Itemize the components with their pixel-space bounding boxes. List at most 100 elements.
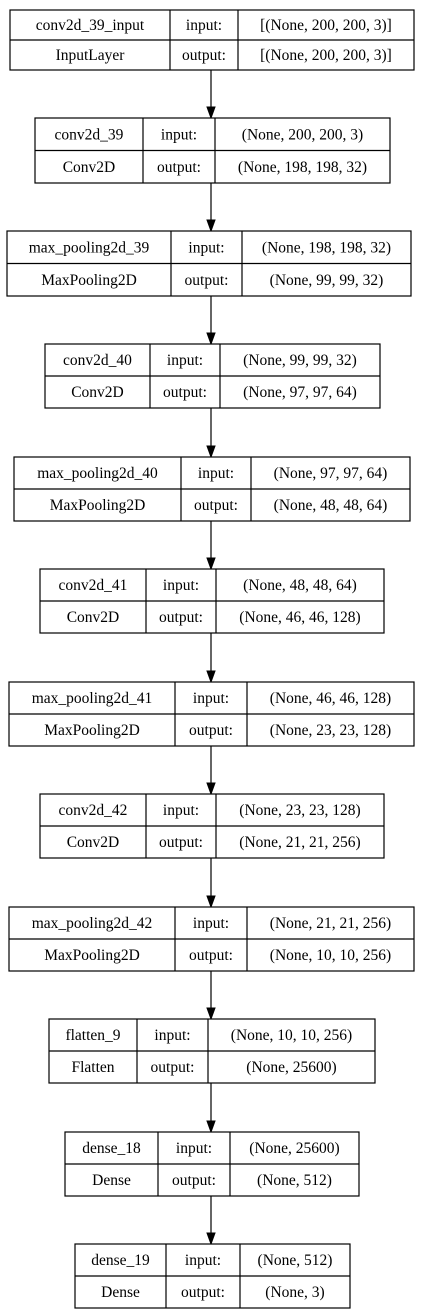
layer-name: conv2d_42 xyxy=(59,802,128,819)
layer-name: conv2d_41 xyxy=(59,577,128,594)
edge-arrow xyxy=(206,1196,216,1246)
input-label: input: xyxy=(198,465,234,482)
arrowhead-icon xyxy=(206,106,216,120)
input-shape: (None, 48, 48, 64) xyxy=(243,577,357,594)
layer-name: max_pooling2d_40 xyxy=(37,465,158,482)
output-label: output: xyxy=(194,497,238,514)
edge-arrow xyxy=(206,858,216,909)
layer-type: Conv2D xyxy=(67,834,120,851)
input-shape: [(None, 200, 200, 3)] xyxy=(260,17,392,34)
arrowhead-icon xyxy=(206,670,216,684)
input-shape: (None, 10, 10, 256) xyxy=(231,1027,352,1044)
arrowhead-icon xyxy=(206,1120,216,1134)
input-label: input: xyxy=(161,126,197,143)
input-shape: (None, 99, 99, 32) xyxy=(243,352,357,369)
edge-arrow xyxy=(206,971,216,1021)
layer-type: MaxPooling2D xyxy=(41,272,137,289)
layer-type: MaxPooling2D xyxy=(44,722,140,739)
output-label: output: xyxy=(182,47,226,64)
arrowhead-icon xyxy=(206,1232,216,1246)
edge-arrow xyxy=(206,746,216,796)
output-label: output: xyxy=(163,384,207,401)
input-shape: (None, 46, 46, 128) xyxy=(270,690,391,707)
output-shape: (None, 97, 97, 64) xyxy=(243,384,357,401)
edges-group xyxy=(206,70,216,1246)
output-label: output: xyxy=(189,722,233,739)
output-label: output: xyxy=(189,947,233,964)
input-shape: (None, 21, 21, 256) xyxy=(270,915,391,932)
output-shape: (None, 10, 10, 256) xyxy=(270,947,391,964)
layer-name: max_pooling2d_41 xyxy=(32,690,153,707)
layer-type: Flatten xyxy=(71,1059,114,1076)
edge-arrow xyxy=(206,70,216,120)
layer-type: MaxPooling2D xyxy=(50,497,146,514)
output-label: output: xyxy=(159,834,203,851)
input-label: input: xyxy=(163,802,199,819)
edge-arrow xyxy=(206,296,216,346)
output-label: output: xyxy=(151,1059,195,1076)
layer-name: conv2d_39_input xyxy=(36,17,145,34)
input-shape: (None, 198, 198, 32) xyxy=(262,239,391,256)
edge-arrow xyxy=(206,183,216,233)
edge-arrow xyxy=(206,521,216,571)
output-label: output: xyxy=(181,1284,225,1301)
input-shape: (None, 23, 23, 128) xyxy=(239,802,360,819)
output-shape: (None, 46, 46, 128) xyxy=(239,609,360,626)
layer-name: dense_18 xyxy=(82,1140,141,1157)
layer-name: conv2d_39 xyxy=(55,126,124,143)
edge-arrow xyxy=(206,1083,216,1134)
layer-name: max_pooling2d_39 xyxy=(29,239,150,256)
input-label: input: xyxy=(188,239,224,256)
layer-node: conv2d_39_inputInputLayerinput:output:[(… xyxy=(9,9,415,71)
layer-name: max_pooling2d_42 xyxy=(32,915,153,932)
input-label: input: xyxy=(176,1140,212,1157)
output-shape: (None, 21, 21, 256) xyxy=(239,834,360,851)
arrowhead-icon xyxy=(206,445,216,459)
input-label: input: xyxy=(163,577,199,594)
input-shape: (None, 200, 200, 3) xyxy=(242,126,363,143)
edge-arrow xyxy=(206,408,216,459)
layer-node: max_pooling2d_41MaxPooling2Dinput:output… xyxy=(8,681,415,747)
output-shape: (None, 198, 198, 32) xyxy=(238,159,367,176)
output-shape: (None, 25600) xyxy=(246,1059,336,1076)
layer-name: dense_19 xyxy=(91,1252,150,1269)
arrowhead-icon xyxy=(206,219,216,233)
output-shape: (None, 23, 23, 128) xyxy=(270,722,391,739)
layer-type: MaxPooling2D xyxy=(44,947,140,964)
arrowhead-icon xyxy=(206,332,216,346)
layer-type: Conv2D xyxy=(71,384,124,401)
edge-arrow xyxy=(206,633,216,684)
arrowhead-icon xyxy=(206,557,216,571)
input-label: input: xyxy=(193,915,229,932)
output-label: output: xyxy=(185,272,229,289)
input-label: input: xyxy=(185,1252,221,1269)
layer-type: Dense xyxy=(101,1284,140,1301)
input-shape: (None, 25600) xyxy=(249,1140,339,1157)
output-shape: (None, 99, 99, 32) xyxy=(270,272,384,289)
input-label: input: xyxy=(167,352,203,369)
output-shape: (None, 3) xyxy=(265,1284,324,1301)
output-label: output: xyxy=(172,1172,216,1189)
output-label: output: xyxy=(159,609,203,626)
layer-name: flatten_9 xyxy=(65,1027,120,1044)
input-shape: (None, 512) xyxy=(258,1252,333,1269)
layer-name: conv2d_40 xyxy=(63,352,132,369)
output-shape: (None, 512) xyxy=(257,1172,332,1189)
output-shape: (None, 48, 48, 64) xyxy=(274,497,388,514)
arrowhead-icon xyxy=(206,782,216,796)
layer-type: Conv2D xyxy=(67,609,120,626)
layer-type: InputLayer xyxy=(56,47,126,64)
input-shape: (None, 97, 97, 64) xyxy=(274,465,388,482)
layer-type: Conv2D xyxy=(63,159,116,176)
